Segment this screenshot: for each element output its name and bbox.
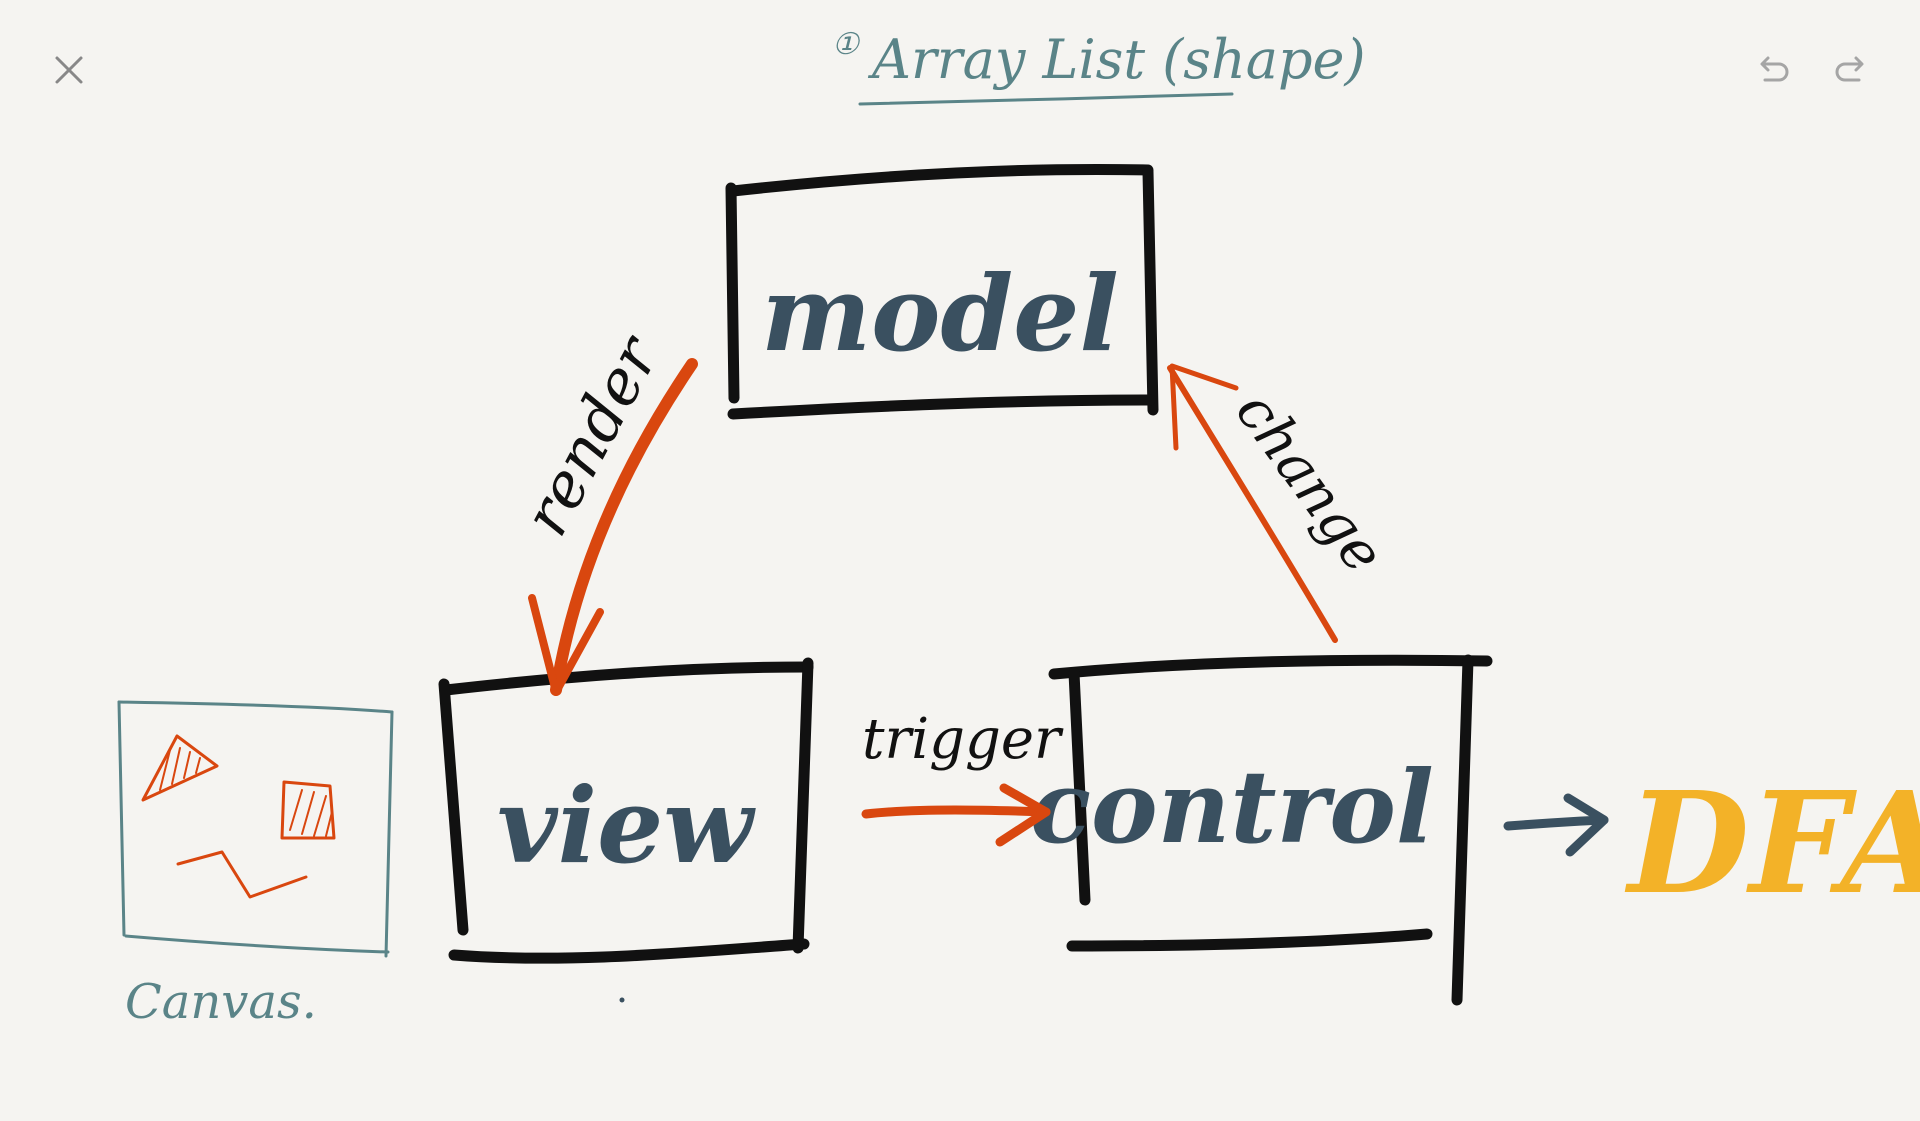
close-button[interactable] <box>43 44 95 96</box>
control-box: control <box>1030 654 1493 1006</box>
render-arrow: render <box>509 322 698 696</box>
model-label: model <box>761 252 1119 375</box>
canvas-label: Canvas. <box>125 974 317 1030</box>
dfa-label: DFA <box>1624 762 1920 926</box>
redo-button[interactable] <box>1825 44 1877 96</box>
undo-button[interactable] <box>1747 44 1799 96</box>
page-title: Array List (shape) <box>867 28 1366 91</box>
control-label: control <box>1030 748 1434 866</box>
dfa-arrow: DFA <box>1503 762 1920 926</box>
title-number: ① <box>832 27 861 62</box>
canvas-polyline-shape <box>176 850 308 899</box>
undo-icon <box>1760 56 1789 82</box>
redo-icon <box>1835 56 1864 82</box>
title-underline <box>858 92 1234 106</box>
trigger-label: trigger <box>862 707 1064 772</box>
close-icon <box>55 56 83 84</box>
title-group: ① Array List (shape) <box>832 27 1366 106</box>
change-arrow: change <box>1167 363 1397 643</box>
canvas-square-shape <box>280 780 336 840</box>
canvas-triangle-shape <box>141 734 219 802</box>
view-box: view <box>438 657 814 964</box>
model-box: model <box>725 163 1159 420</box>
ink-dot <box>619 997 625 1003</box>
trigger-arrow: trigger <box>861 707 1064 847</box>
canvas-illustration: Canvas. <box>117 700 394 1030</box>
view-label: view <box>497 764 756 887</box>
change-label: change <box>1223 380 1397 585</box>
